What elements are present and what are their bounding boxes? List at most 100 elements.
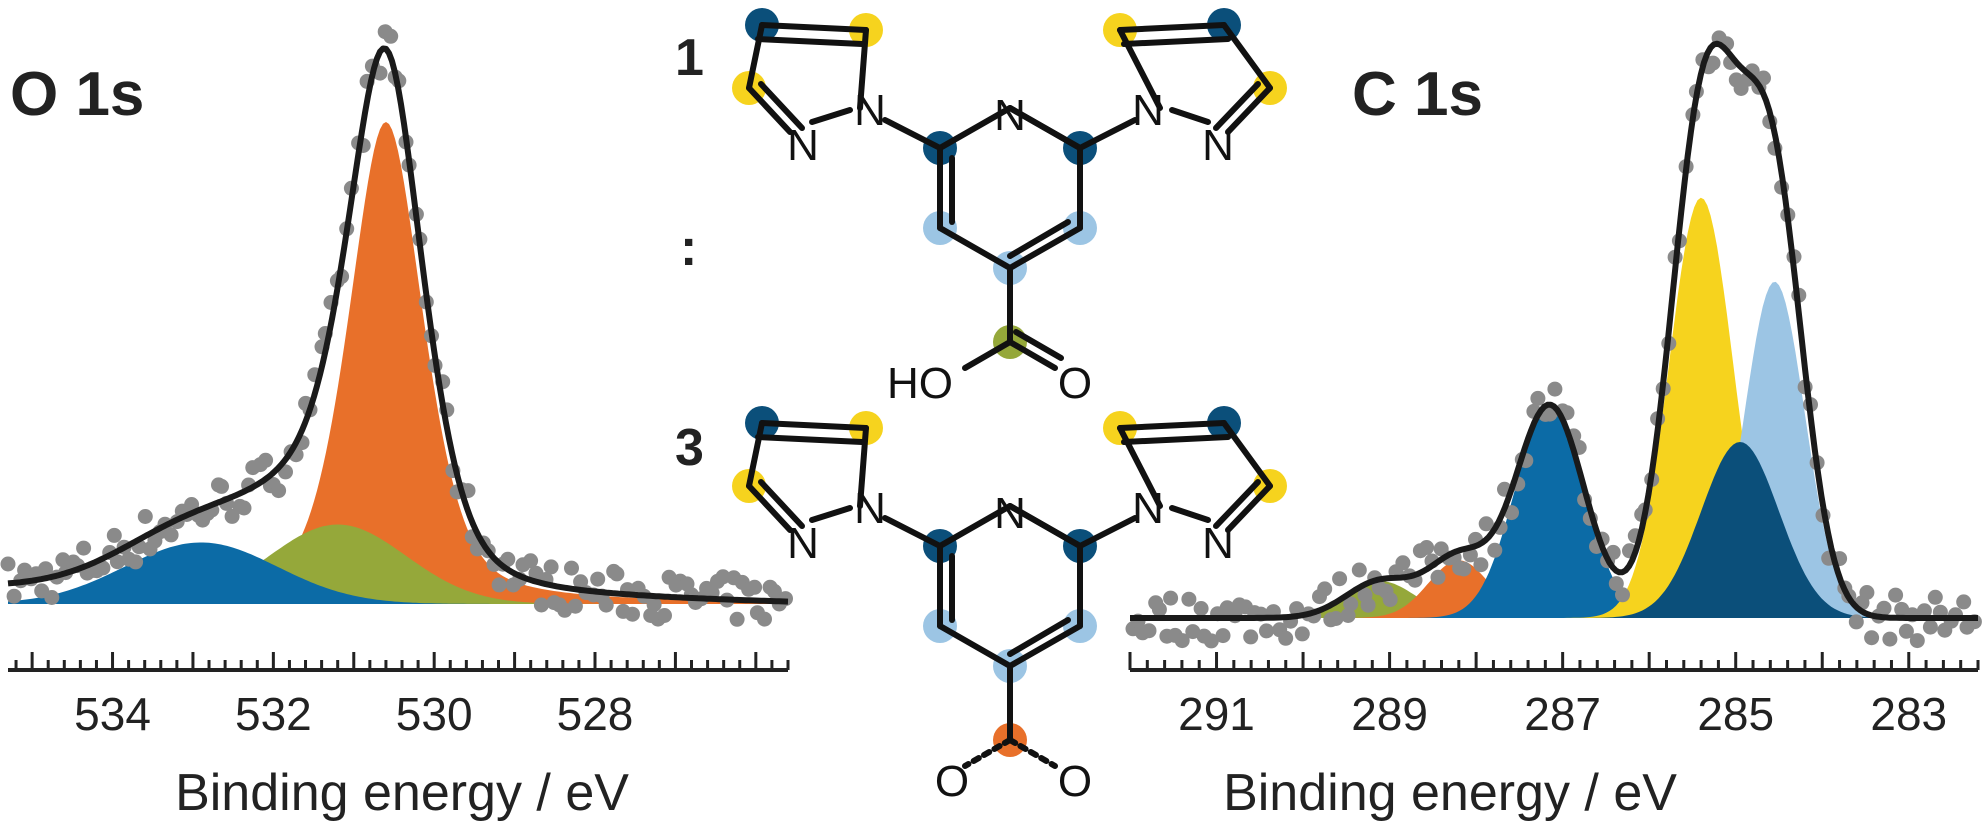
c-data-point: [1898, 623, 1914, 639]
bond: [1013, 329, 1064, 361]
c-data-point: [1615, 587, 1630, 603]
molecule-ratio-colon: :: [680, 219, 697, 277]
o-peak-orange: [8, 122, 788, 604]
bond: [1077, 515, 1138, 549]
atom-label: N: [994, 489, 1026, 538]
bond: [1221, 22, 1273, 91]
atom-label: N: [854, 86, 886, 135]
o-data-point: [590, 571, 606, 587]
molecule-label-3: 3: [675, 419, 704, 477]
c-data-point: [1478, 516, 1494, 532]
c-data-point: [1487, 542, 1503, 558]
c-data-point: [1473, 557, 1489, 573]
atom-label: N: [787, 121, 819, 170]
c-data-point: [1395, 555, 1411, 571]
bond: [1007, 617, 1071, 657]
o-data-point: [271, 483, 287, 499]
c-data-point: [1278, 630, 1294, 646]
c-data-point: [1876, 600, 1892, 616]
bond: [962, 339, 1013, 371]
bond: [1007, 219, 1071, 259]
o-data-point: [491, 577, 507, 593]
atom-label: O: [1058, 757, 1092, 806]
c-data-point: [1922, 619, 1938, 635]
atom-label: N: [994, 91, 1026, 140]
bond: [1077, 117, 1138, 151]
o-tick-label: 530: [396, 688, 473, 740]
c-data-point: [1916, 603, 1932, 619]
atom-label: O: [935, 757, 969, 806]
c-peak-darkblue: [1130, 442, 1978, 618]
c-data-point: [1340, 608, 1356, 623]
c-data-point: [1419, 540, 1435, 555]
bond: [746, 420, 765, 489]
c-data-point: [1547, 381, 1563, 397]
c-data-point: [1848, 614, 1864, 630]
o-data-point: [128, 554, 144, 570]
c-data-point: [1328, 611, 1344, 626]
o-data-point: [214, 478, 229, 494]
atom-label: N: [1132, 484, 1164, 533]
c-data-point: [1141, 623, 1157, 639]
bond: [937, 105, 1013, 151]
c-data-point: [1360, 597, 1376, 613]
c1s-xlabel: Binding energy / eV: [1223, 764, 1677, 822]
c-data-point: [1382, 592, 1398, 608]
o-data-point: [95, 560, 111, 576]
c-data-point: [1259, 623, 1274, 639]
c-data-point: [1705, 55, 1721, 71]
c-tick-label: 285: [1697, 688, 1774, 740]
o-data-point: [625, 606, 640, 622]
o-data-point: [766, 583, 782, 599]
c-data-point: [1882, 631, 1898, 647]
bond: [882, 515, 943, 549]
bond: [1221, 420, 1273, 489]
c-peak-green: [1130, 581, 1978, 618]
c-data-point: [1203, 633, 1219, 649]
bond: [1121, 36, 1231, 47]
bond: [1117, 22, 1227, 33]
bond: [882, 117, 943, 151]
o-data-point: [567, 598, 583, 614]
o-data-point: [657, 608, 672, 623]
o-data-point: [500, 551, 516, 567]
c-data-point: [1504, 505, 1519, 521]
c1s-envelope: [1130, 40, 1978, 621]
o-data-point: [258, 452, 274, 468]
c-data-point: [1317, 581, 1333, 597]
o1s-title: O 1s: [10, 60, 144, 129]
atom-label: N: [787, 519, 819, 568]
o-data-point: [598, 597, 614, 613]
bond: [759, 22, 869, 33]
molecule-label-1: 1: [675, 29, 704, 87]
bond: [962, 737, 1013, 769]
o1s-envelope: [7, 45, 789, 605]
o1s-component-fills: [8, 122, 788, 604]
atom-label: N: [1202, 519, 1234, 568]
bond: [758, 479, 805, 529]
bond: [1007, 225, 1083, 271]
o-data-point: [757, 611, 772, 627]
c-peak-blue: [1130, 405, 1978, 618]
bond: [937, 225, 1013, 271]
c-data-point: [1888, 587, 1904, 603]
o-data-point: [715, 569, 731, 585]
bond: [1007, 503, 1083, 549]
atom-label: N: [854, 484, 886, 533]
c-tick-label: 287: [1524, 688, 1601, 740]
c-data-point: [1243, 629, 1259, 645]
c-data-point: [1343, 596, 1359, 612]
o-data-point: [44, 590, 60, 605]
bond: [746, 483, 793, 533]
bond: [746, 85, 793, 135]
c-data-point: [1193, 601, 1209, 616]
c-data-point: [1430, 569, 1446, 585]
c-data-point: [1163, 590, 1179, 606]
c1s-title: C 1s: [1352, 60, 1483, 129]
